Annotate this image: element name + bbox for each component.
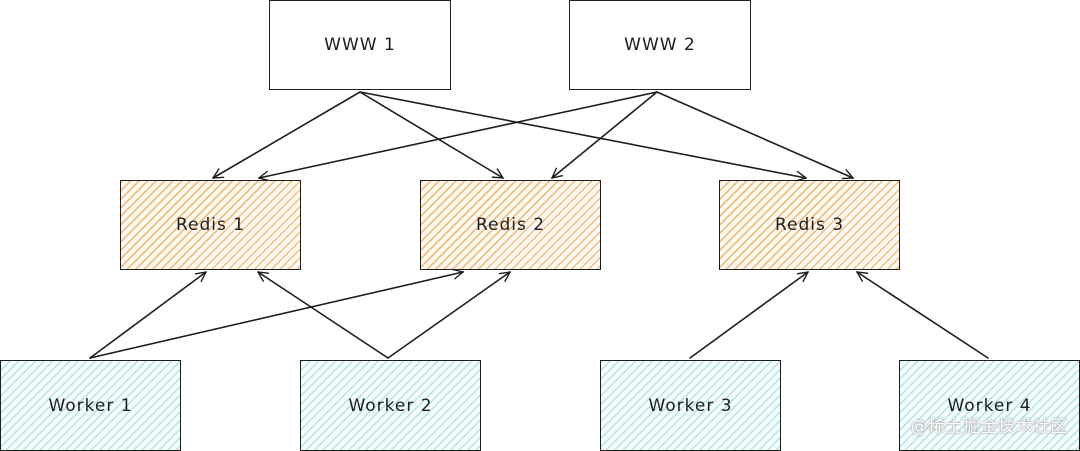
edge-worker3-to-redis3 [689,272,808,359]
node-worker-4: Worker 4 [899,360,1080,451]
node-www-1: WWW 1 [269,0,451,90]
node-worker-3: Worker 3 [600,360,781,451]
edge-worker2-to-redis1 [258,272,389,359]
node-worker-3-label: Worker 3 [648,395,733,416]
edge-www1-to-redis2 [359,91,503,178]
edge-worker1-to-redis2 [89,272,463,359]
node-www-1-label: WWW 1 [324,35,396,55]
node-worker-4-label: Worker 4 [947,395,1032,416]
edge-www2-to-redis2 [552,91,658,178]
edge-worker2-to-redis2 [387,272,510,359]
edge-worker4-to-redis3 [857,272,989,359]
edge-www2-to-redis3 [656,91,853,178]
edge-www1-to-redis1 [213,91,361,179]
node-redis-3-label: Redis 3 [774,215,845,235]
watermark-text: @稀土掘金技术社区 [910,417,1068,437]
node-redis-2: Redis 2 [420,180,601,270]
node-www-2-label: WWW 2 [624,35,696,55]
node-redis-3: Redis 3 [719,180,900,270]
node-redis-1-label: Redis 1 [175,215,246,235]
edge-www1-to-redis3 [359,91,806,178]
node-worker-1-label: Worker 1 [48,395,133,416]
node-worker-1: Worker 1 [0,360,181,451]
edge-www2-to-redis1 [259,91,658,178]
node-worker-2: Worker 2 [300,360,481,451]
node-www-2: WWW 2 [569,0,751,90]
node-redis-2-label: Redis 2 [475,215,546,235]
edge-worker1-to-redis1 [89,272,206,359]
node-worker-2-label: Worker 2 [348,395,433,416]
node-redis-1: Redis 1 [120,180,301,270]
